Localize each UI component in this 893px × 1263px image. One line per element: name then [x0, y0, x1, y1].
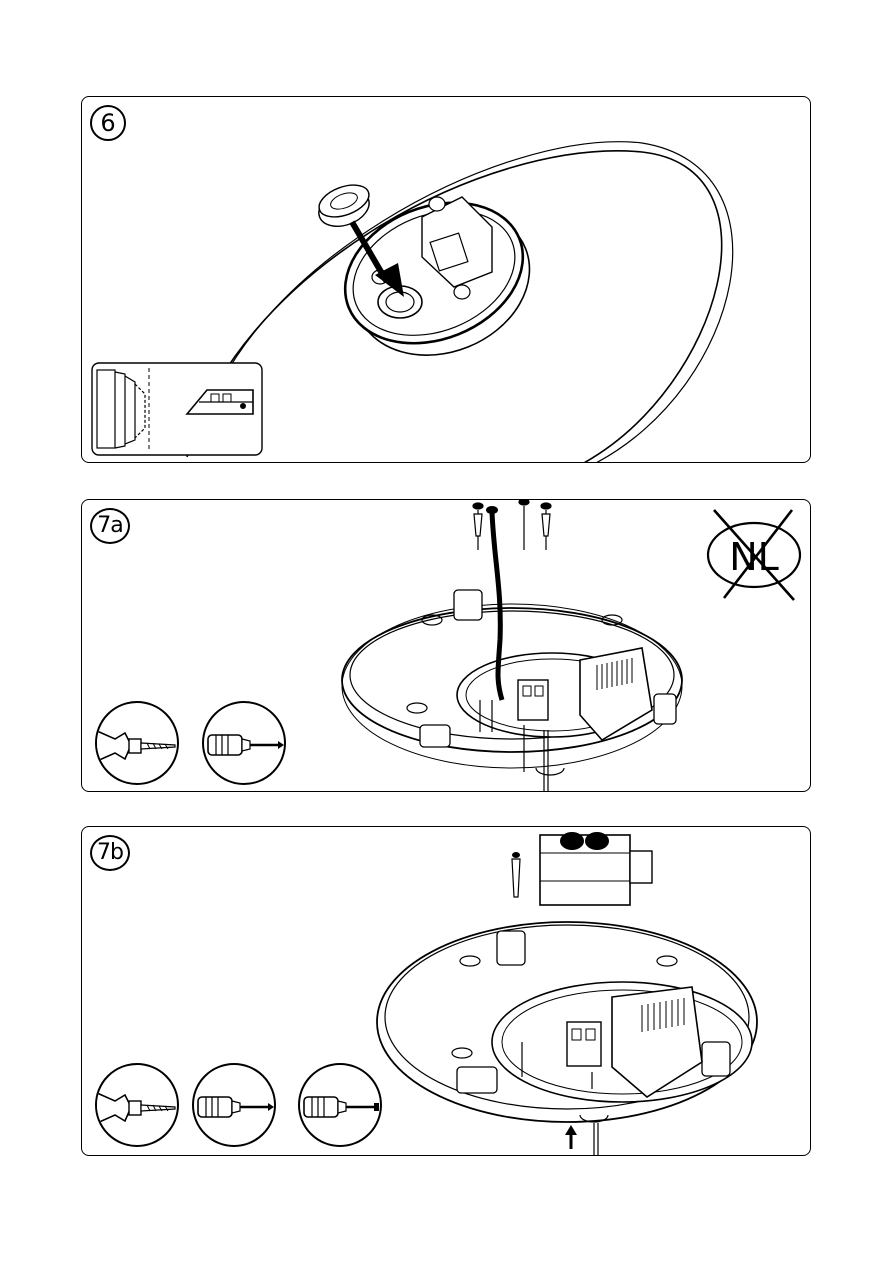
- step-6-panel: 6: [81, 96, 811, 463]
- phillips-screwdriver-icon: [204, 703, 286, 785]
- step-7b-panel: 7b: [81, 826, 811, 1156]
- step-6-badge: 6: [90, 105, 126, 141]
- step-6-label: 6: [100, 111, 115, 135]
- flat-screwdriver-icon: [300, 1065, 382, 1147]
- step-7b-badge: 7b: [90, 835, 130, 871]
- step-7a-illustration: NL: [82, 500, 811, 792]
- nl-prohibition-sign: NL: [708, 510, 800, 600]
- hand-drill-icon: [97, 1065, 179, 1147]
- flat-screwdriver-tool: [298, 1063, 382, 1147]
- step-7a-badge: 7a: [90, 508, 130, 544]
- step-7b-label: 7b: [97, 842, 123, 864]
- step-7a-label: 7a: [97, 515, 122, 537]
- hand-drill-tool: [95, 1063, 179, 1147]
- phillips-screwdriver-tool: [192, 1063, 276, 1147]
- hand-drill-icon: [97, 703, 179, 785]
- cutter-inset: [91, 362, 263, 456]
- nl-label: NL: [729, 535, 779, 579]
- step-7a-panel: 7a: [81, 499, 811, 792]
- phillips-screwdriver-icon: [194, 1065, 276, 1147]
- hand-drill-tool: [95, 701, 179, 785]
- phillips-screwdriver-tool: [202, 701, 286, 785]
